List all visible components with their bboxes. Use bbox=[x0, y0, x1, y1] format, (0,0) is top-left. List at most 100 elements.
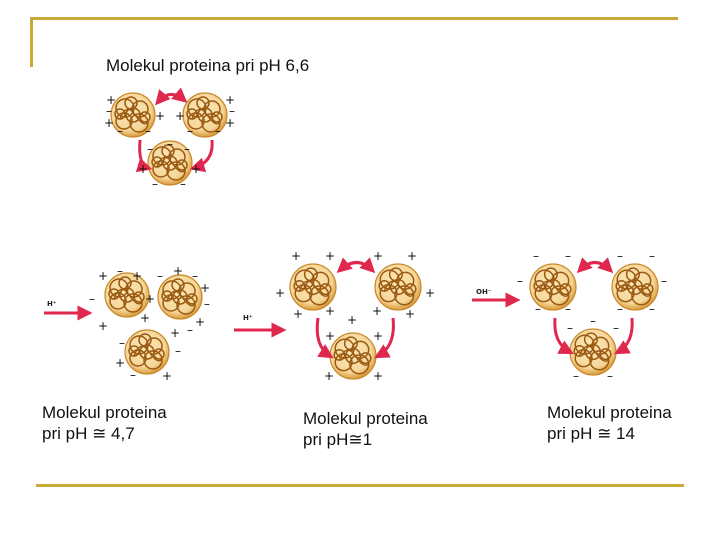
molecule-group-ph-14: OH⁻––––––––––––––– bbox=[472, 249, 667, 383]
positive-charge: + bbox=[325, 329, 335, 343]
chain-loop bbox=[388, 267, 403, 282]
chain-loop bbox=[583, 332, 598, 347]
positive-charge: + bbox=[98, 269, 108, 283]
chain-strand bbox=[133, 345, 163, 362]
negative-charge: – bbox=[617, 249, 623, 263]
positive-charge: + bbox=[173, 264, 183, 278]
chain-loop bbox=[176, 159, 188, 171]
negative-charge: – bbox=[617, 302, 623, 316]
protein-molecule bbox=[529, 263, 577, 311]
chain-loop bbox=[294, 284, 313, 303]
positive-charge: + bbox=[106, 93, 116, 107]
protein-molecule bbox=[289, 263, 337, 311]
negative-charge: – bbox=[567, 321, 573, 335]
repulsion-arrow bbox=[336, 257, 376, 274]
negative-charge: – bbox=[106, 104, 112, 118]
negative-charge: – bbox=[184, 142, 190, 156]
negative-charge: – bbox=[187, 124, 193, 138]
positive-charge: + bbox=[225, 93, 235, 107]
reagent-label: H⁺ bbox=[47, 300, 57, 308]
chain-strand bbox=[538, 280, 570, 297]
chain-strand bbox=[113, 288, 143, 305]
negative-charge: – bbox=[661, 274, 667, 288]
positive-charge: + bbox=[373, 329, 383, 343]
positive-charge: + bbox=[191, 162, 201, 176]
negative-charge: – bbox=[533, 249, 539, 263]
positive-charge: + bbox=[347, 313, 357, 327]
chain-loop bbox=[343, 336, 358, 351]
negative-charge: – bbox=[187, 323, 193, 337]
positive-charge: + bbox=[325, 304, 335, 318]
caption-left: Molekul proteina pri pH ≅ 4,7 bbox=[42, 402, 167, 444]
caption-middle-line1: Molekul proteina bbox=[303, 409, 428, 428]
positive-charge: + bbox=[291, 249, 301, 263]
positive-charge: + bbox=[372, 304, 382, 318]
chain-loop bbox=[115, 112, 133, 130]
positive-charge: + bbox=[407, 249, 417, 263]
chain-loop bbox=[118, 276, 132, 290]
positive-charge: + bbox=[104, 116, 114, 130]
negative-charge: – bbox=[145, 124, 151, 138]
molecule-body bbox=[289, 263, 337, 311]
negative-charge: – bbox=[157, 269, 163, 283]
positive-charge: + bbox=[324, 369, 334, 383]
protein-molecule bbox=[611, 263, 659, 311]
negative-charge: – bbox=[590, 314, 596, 328]
molecule-body bbox=[611, 263, 659, 311]
chain-loop bbox=[161, 144, 175, 158]
positive-charge: + bbox=[140, 311, 150, 325]
reagent-label: H⁺ bbox=[243, 314, 253, 322]
negative-charge: – bbox=[565, 249, 571, 263]
caption-left-line1: Molekul proteina bbox=[42, 403, 167, 422]
chain-loop bbox=[129, 349, 147, 367]
protein-molecule bbox=[104, 272, 150, 318]
negative-charge: – bbox=[613, 321, 619, 335]
negative-charge: – bbox=[117, 124, 123, 138]
negative-charge: – bbox=[175, 344, 181, 358]
negative-charge: – bbox=[152, 177, 158, 191]
frame-rule-top bbox=[30, 17, 678, 20]
chain-strand bbox=[298, 280, 330, 297]
chain-strand bbox=[191, 108, 221, 125]
molecule-body bbox=[104, 272, 150, 318]
chain-loop bbox=[641, 283, 654, 296]
chain-strand bbox=[156, 156, 186, 173]
caption-middle-line2: pri pH≅1 bbox=[303, 430, 373, 449]
chain-loop bbox=[574, 349, 593, 368]
negative-charge: – bbox=[167, 137, 173, 151]
repulsion-arrow bbox=[374, 317, 395, 359]
chain-loop bbox=[543, 267, 558, 282]
chain-loop bbox=[616, 284, 635, 303]
chain-loop bbox=[109, 292, 127, 310]
chain-strand bbox=[338, 349, 370, 366]
protein-molecule bbox=[147, 140, 193, 186]
caption-middle: Molekul proteina pri pH≅1 bbox=[303, 408, 428, 450]
positive-charge: + bbox=[175, 109, 185, 123]
chain-loop bbox=[138, 333, 152, 347]
chain-loop bbox=[153, 348, 165, 360]
negative-charge: – bbox=[147, 142, 153, 156]
negative-charge: – bbox=[573, 369, 579, 383]
molecule-group-ph-6-6: +–+––++––+–+–––++–– bbox=[104, 87, 235, 191]
chain-loop bbox=[152, 160, 170, 178]
protein-molecule bbox=[569, 328, 617, 376]
negative-charge: – bbox=[565, 302, 571, 316]
negative-charge: – bbox=[215, 124, 221, 138]
positive-charge: + bbox=[425, 286, 435, 300]
positive-charge: + bbox=[325, 249, 335, 263]
chain-loop bbox=[599, 348, 612, 361]
protein-molecule bbox=[374, 263, 422, 311]
protein-molecule bbox=[157, 274, 203, 320]
positive-charge: + bbox=[162, 369, 172, 383]
molecule-body bbox=[374, 263, 422, 311]
molecule-body bbox=[529, 263, 577, 311]
chain-strand bbox=[166, 290, 196, 307]
positive-charge: + bbox=[275, 286, 285, 300]
negative-charge: – bbox=[607, 369, 613, 383]
chain-loop bbox=[404, 283, 417, 296]
frame-rule-bottom bbox=[36, 484, 684, 487]
molecule-group-ph-4-7: H⁺+–+–+–+–+–++++–––+–+ bbox=[44, 264, 210, 383]
positive-charge: + bbox=[155, 109, 165, 123]
molecule-body bbox=[124, 329, 170, 375]
molecule-body bbox=[182, 92, 228, 138]
